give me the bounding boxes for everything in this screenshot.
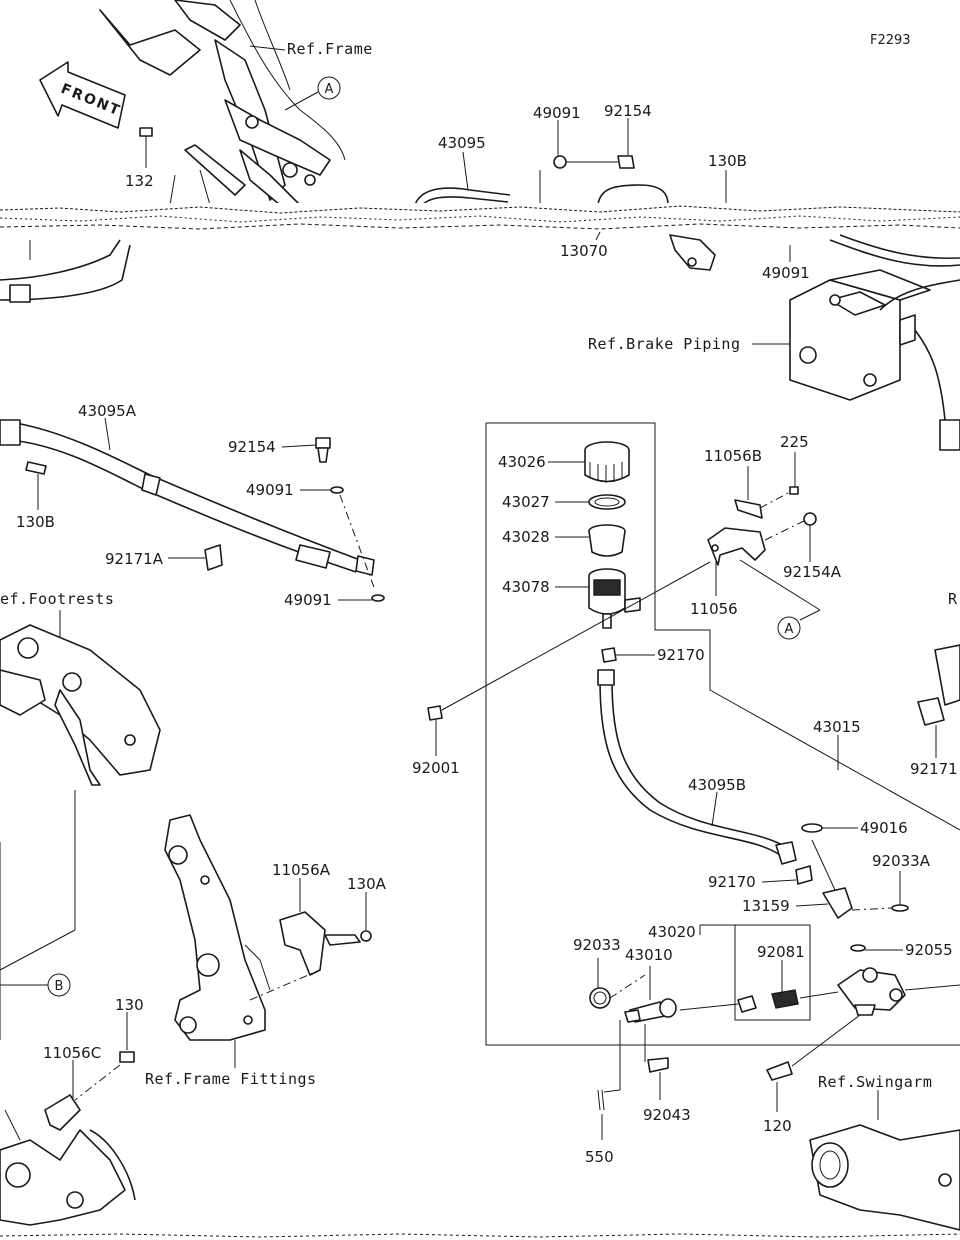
callout-b-circle: [47, 973, 71, 997]
part-92033A-label: 92033A: [872, 852, 931, 870]
part-92170-a-label: 92170: [657, 646, 705, 664]
part-13159-label: 13159: [742, 897, 790, 915]
part-225-label: 225: [780, 433, 809, 451]
master-cylinder: [837, 967, 960, 1016]
swingarm-part: [809, 1124, 960, 1231]
part-43015-label: 43015: [813, 718, 861, 736]
ref-footrests-label: ef.Footrests: [0, 590, 114, 608]
part-92171-label: 92171: [910, 760, 958, 778]
part-49091-left-b-label: 49091: [284, 591, 332, 609]
front-direction-arrow: FRONT: [39, 61, 126, 129]
part-92154A-label: 92154A: [783, 563, 842, 581]
part-43010-label: 43010: [625, 946, 673, 964]
part-43095A-label: 43095A: [78, 402, 137, 420]
part-92170-b-label: 92170: [708, 873, 756, 891]
image-tear-band: [0, 203, 960, 233]
part-130A-label: 130A: [347, 875, 387, 893]
frame-fittings-bracket: [164, 814, 271, 1041]
reservoir-body: [588, 568, 641, 629]
part-130-label: 130: [115, 996, 144, 1014]
callout-a-mid-circle: [777, 616, 801, 640]
ref-right-edge-label: R: [948, 590, 958, 608]
abs-unit: [789, 234, 960, 451]
part-92154-top-label: 92154: [604, 102, 652, 120]
callout-a-mid: A: [785, 622, 794, 637]
part-49091-left-a-label: 49091: [246, 481, 294, 499]
part-92081-label: 92081: [757, 943, 805, 961]
hose-43095B: [597, 669, 797, 865]
part-49016-label: 49016: [860, 819, 908, 837]
part-130B-top-label: 130B: [708, 152, 747, 170]
ref-swingarm-label: Ref.Swingarm: [818, 1073, 932, 1091]
ref-frame-label: Ref.Frame: [287, 40, 373, 58]
part-92154-left-label: 92154: [228, 438, 276, 456]
piston-assembly: [624, 998, 677, 1023]
part-550-label: 550: [585, 1148, 614, 1166]
part-43020-label: 43020: [648, 923, 696, 941]
part-92043-label: 92043: [643, 1106, 691, 1124]
part-120-label: 120: [763, 1117, 792, 1135]
hose-43095A: [0, 419, 375, 576]
part-49091-top-label: 49091: [533, 104, 581, 122]
part-11056B-label: 11056B: [704, 447, 762, 465]
part-43027-label: 43027: [502, 493, 550, 511]
reservoir-cap: [584, 441, 630, 483]
ref-frame-fittings-label: Ref.Frame Fittings: [145, 1070, 317, 1088]
callout-b: B: [55, 979, 64, 994]
lower-left-assembly: [0, 1109, 136, 1226]
part-132-label: 132: [125, 172, 154, 190]
callout-a-top-circle: [317, 76, 341, 100]
part-13070-label: 13070: [560, 242, 608, 260]
part-11056C-label: 11056C: [43, 1044, 101, 1062]
part-43078-label: 43078: [502, 578, 550, 596]
part-11056-label: 11056: [690, 600, 738, 618]
part-11056A-label: 11056A: [272, 861, 331, 879]
part-43028-label: 43028: [502, 528, 550, 546]
part-43095-label: 43095: [438, 134, 486, 152]
frame-section: [99, 0, 346, 206]
part-92001-label: 92001: [412, 759, 460, 777]
part-92171A-label: 92171A: [105, 550, 164, 568]
part-43095B-label: 43095B: [688, 776, 746, 794]
part-92033-label: 92033: [573, 936, 621, 954]
part-49091-right-label: 49091: [762, 264, 810, 282]
footrest-bracket: [0, 624, 161, 786]
part-43026-label: 43026: [498, 453, 546, 471]
reservoir-bracket: [707, 527, 766, 566]
ref-brake-piping-label: Ref.Brake Piping: [588, 335, 741, 353]
part-92055-label: 92055: [905, 941, 953, 959]
callout-a-top: A: [325, 82, 334, 97]
diagram-code: F2293: [870, 33, 911, 48]
part-130B-left-label: 130B: [16, 513, 55, 531]
